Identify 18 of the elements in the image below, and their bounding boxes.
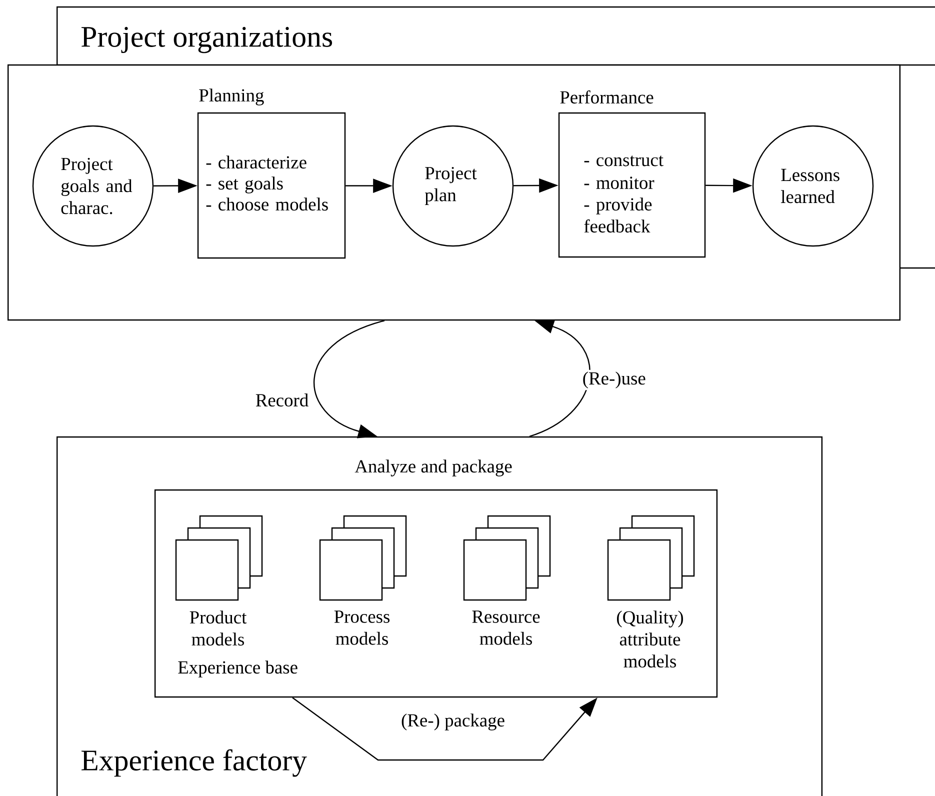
document-stack: (Quality) attribute models xyxy=(607,515,695,668)
node-label: Planning xyxy=(199,88,264,106)
node-label: Performance xyxy=(560,90,654,104)
edge-label: Record xyxy=(256,394,308,407)
document-stack: Process models xyxy=(319,515,407,645)
activity-box: Performance - construct - monitor - provide feedback xyxy=(558,90,706,258)
node-label: Product models xyxy=(190,610,247,646)
arrow xyxy=(314,320,385,438)
node-label: Process models xyxy=(334,610,390,645)
node-label: Resource models xyxy=(472,610,540,645)
arrow xyxy=(529,320,590,437)
document-stack: Resource models xyxy=(463,515,551,645)
edge-label: (Re-)use xyxy=(583,372,646,388)
node-label: (Quality) attribute models xyxy=(616,610,684,668)
organization-panel: Project organizations xyxy=(56,6,935,66)
activity-box: Planning - characterize - set goals - choose models xyxy=(197,88,346,259)
edge-label: (Re-) package xyxy=(402,714,504,730)
document-stack: Product models xyxy=(175,515,263,646)
